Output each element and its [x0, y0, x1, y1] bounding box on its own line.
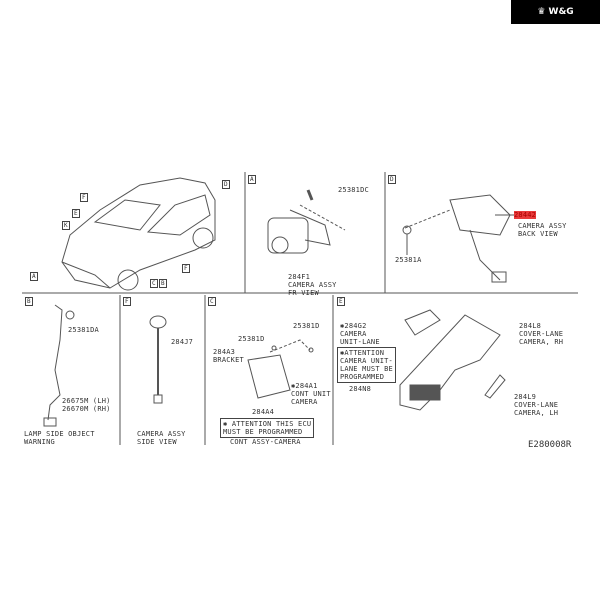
side-camera-illustration	[149, 315, 167, 404]
panel-b-letter: B	[25, 297, 33, 306]
callout-f: F	[80, 193, 88, 202]
callout-k: K	[62, 221, 70, 230]
part-284n8: 284N8	[349, 385, 372, 393]
panel-f-letter: F	[123, 297, 131, 306]
part-284f1-desc: CAMERA ASSY FR VIEW	[288, 281, 337, 297]
part-284a1: ✱284A1 CONT UNIT CAMERA	[291, 382, 331, 406]
panel-a-letter: A	[248, 175, 256, 184]
callout-f2: F	[182, 264, 190, 273]
part-284f1: 284F1	[288, 273, 311, 281]
callout-c: C	[150, 279, 158, 288]
part-284442-desc: CAMERA ASSY BACK VIEW	[518, 222, 567, 238]
panel-d-letter: D	[388, 175, 396, 184]
callout-d: D	[222, 180, 230, 189]
callout-a: A	[30, 272, 38, 281]
brand-logo: ♛ W&G	[511, 0, 600, 24]
part-25381d-right: 25381D	[293, 322, 320, 330]
panel-e-letter: E	[337, 297, 345, 306]
part-26675m: 26675M (LH) 26670M (RH)	[62, 397, 111, 413]
panel-c-caption: CONT ASSY-CAMERA	[230, 438, 301, 446]
panel-c-letter: C	[208, 297, 216, 306]
ecu-programming-note: ✱ ATTENTION THIS ECU MUST BE PROGRAMMED	[220, 418, 315, 438]
part-25381d-left: 25381D	[238, 335, 265, 343]
part-284j7: 284J7	[171, 338, 194, 346]
crown-icon: ♛	[537, 7, 549, 17]
part-284a3: 284A3 BRACKET	[213, 348, 244, 364]
back-camera-illustration	[402, 194, 515, 283]
part-284l8: 284L8 COVER-LANE CAMERA, RH	[519, 322, 564, 346]
part-284442-highlighted: 28442	[514, 211, 537, 219]
lane-camera-cover-illustration	[399, 309, 506, 411]
callout-e: E	[72, 209, 80, 218]
control-unit-illustration	[247, 339, 314, 399]
part-284l9: 284L9 COVER-LANE CAMERA, LH	[514, 393, 559, 417]
part-25381dc: 25381DC	[338, 186, 369, 194]
part-284a4: 284A4	[252, 408, 275, 416]
front-camera-illustration	[267, 189, 346, 254]
panel-f-caption: CAMERA ASSY SIDE VIEW	[137, 430, 186, 446]
part-284g2: ✱284G2 CAMERA UNIT-LANE	[340, 322, 380, 346]
panel-b-caption: LAMP SIDE OBJECT WARNING	[24, 430, 95, 446]
part-25381da: 25381DA	[68, 326, 99, 334]
callout-b: B	[159, 279, 167, 288]
diagram-code: E280008R	[528, 440, 572, 450]
side-lamp-harness-illustration	[43, 304, 75, 427]
lane-camera-programming-note: ✱ATTENTION CAMERA UNIT- LANE MUST BE PRO…	[337, 347, 396, 383]
part-25381a: 25381A	[395, 256, 422, 264]
car-illustration	[61, 177, 216, 291]
